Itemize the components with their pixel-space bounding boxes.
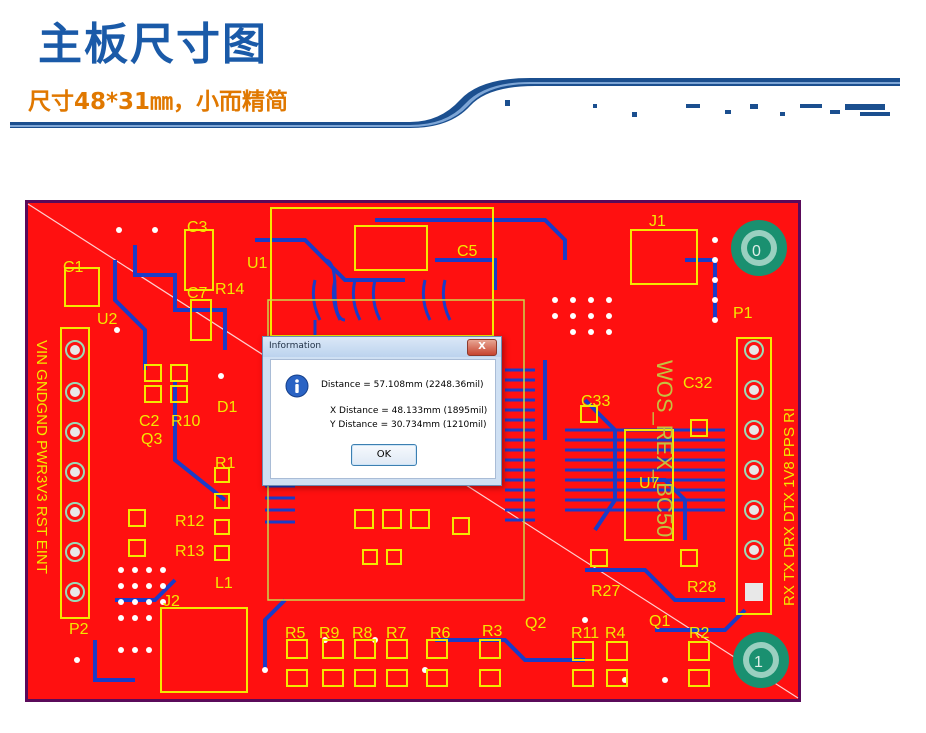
mounting-hole-0	[731, 220, 787, 276]
label-r12: R12	[175, 513, 204, 530]
p2-pin-labels: VIN GNDGND PWR3V3 RST EINT	[33, 340, 50, 574]
label-r4: R4	[605, 625, 626, 642]
label-r8: R8	[352, 625, 373, 642]
label-r1: R1	[215, 455, 236, 472]
info-icon	[285, 374, 309, 398]
label-u1: U1	[247, 255, 268, 272]
slide-title: 主板尺寸图	[38, 19, 268, 70]
label-mount-0: 0	[752, 243, 761, 260]
ok-button[interactable]: OK	[351, 444, 417, 466]
dialog-titlebar[interactable]: Information X	[263, 337, 501, 357]
label-r9: R9	[319, 625, 340, 642]
x-distance-text: X Distance = 48.133mm (1895mil)	[330, 406, 488, 416]
label-r5: R5	[285, 625, 306, 642]
label-d1: D1	[217, 399, 238, 416]
close-icon: X	[478, 341, 486, 352]
p1-pin-labels: RX TX DRX DTX 1V8 PPS RI	[781, 408, 798, 606]
information-dialog: Information X Distance = 57.108mm (2248.…	[262, 336, 502, 486]
mounting-hole-1	[733, 632, 789, 688]
label-r13: R13	[175, 543, 204, 560]
slide-subtitle: 尺寸48*31㎜，小而精简	[28, 89, 289, 115]
silkscreen-outlines	[60, 207, 772, 693]
label-j2: J2	[163, 593, 180, 610]
label-r14: R14	[215, 281, 244, 298]
header-decoration	[10, 78, 900, 128]
label-l1: L1	[215, 575, 233, 592]
label-r11: R11	[571, 625, 599, 642]
label-p1: P1	[733, 305, 753, 322]
label-c2: C2	[139, 413, 160, 430]
label-r2: R2	[689, 625, 710, 642]
label-c32: C32	[683, 375, 712, 392]
vias	[74, 227, 718, 683]
label-p2: P2	[69, 621, 89, 638]
y-distance-text: Y Distance = 30.734mm (1210mil)	[330, 420, 487, 430]
label-r27: R27	[591, 583, 620, 600]
label-q2: Q2	[525, 615, 546, 632]
label-u2: U2	[97, 311, 118, 328]
label-c3: C3	[187, 219, 208, 236]
label-r10: R10	[171, 413, 200, 430]
label-c5: C5	[457, 243, 478, 260]
label-r3: R3	[482, 623, 503, 640]
label-c1: C1	[63, 259, 84, 276]
component-pads	[128, 364, 710, 687]
label-q3: Q3	[141, 431, 162, 448]
label-j1: J1	[649, 213, 666, 230]
dialog-title: Information	[269, 341, 322, 351]
pads	[70, 345, 759, 597]
label-r7: R7	[386, 625, 407, 642]
label-c33: C33	[581, 393, 610, 410]
label-q1: Q1	[649, 613, 670, 630]
label-mount-1: 1	[754, 654, 763, 671]
label-u7: U7	[639, 475, 660, 492]
label-c7: C7	[187, 285, 208, 302]
close-button[interactable]: X	[467, 339, 497, 356]
label-r28: R28	[687, 579, 716, 596]
distance-text: Distance = 57.108mm (2248.36mil)	[321, 380, 484, 390]
label-r6: R6	[430, 625, 451, 642]
dialog-body: Distance = 57.108mm (2248.36mil) X Dista…	[270, 359, 496, 479]
silk-model-text: WOS_REX_BC50	[652, 360, 677, 537]
